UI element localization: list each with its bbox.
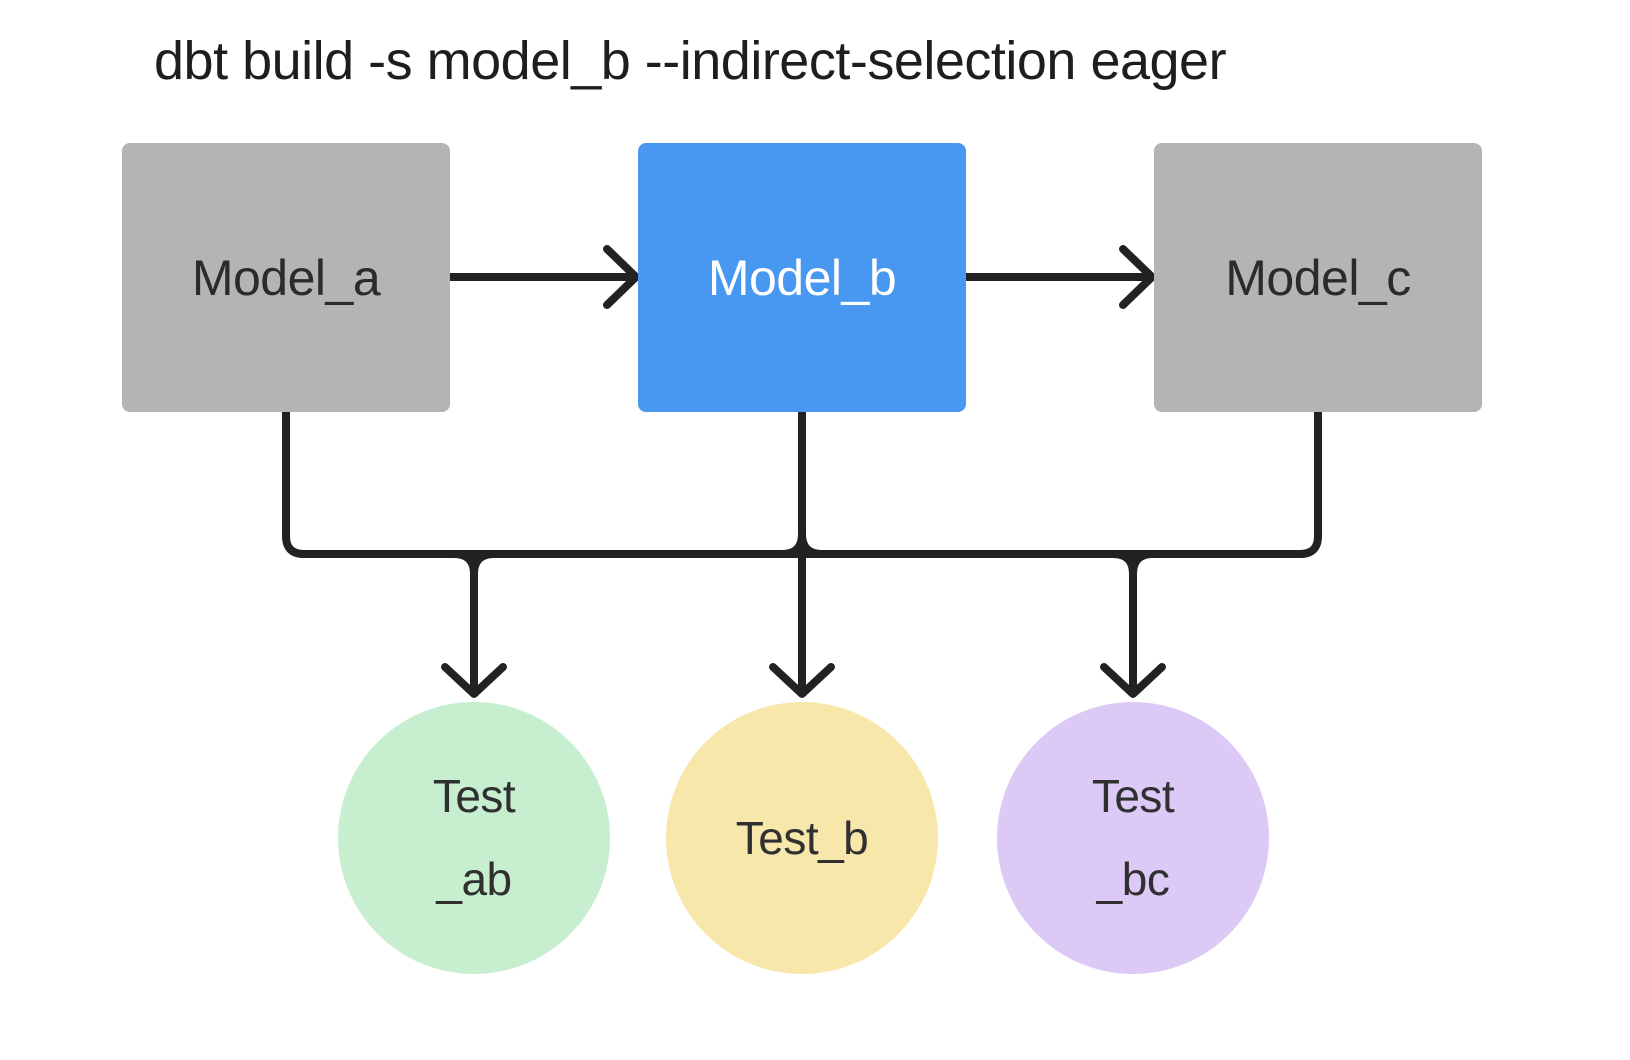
arrowhead-down-icon — [769, 663, 835, 698]
node-model-c-label: Model_c — [1225, 249, 1411, 306]
node-test-ab: Test _ab — [338, 702, 610, 974]
node-test-b: Test_b — [666, 702, 938, 974]
arrowhead-right-icon — [1119, 245, 1156, 309]
node-model-c: Model_c — [1154, 143, 1482, 412]
node-test-bc: Test _bc — [997, 702, 1269, 974]
edge-bus-to-test-bc — [1100, 550, 1166, 698]
node-model-b-label: Model_b — [707, 249, 897, 306]
arrowhead-right-icon — [603, 245, 640, 309]
node-test-bc-label-line1: Test — [1091, 770, 1175, 823]
node-test-b-label: Test_b — [735, 811, 869, 864]
command-title: dbt build -s model_b --indirect-selectio… — [154, 31, 1227, 91]
node-model-a: Model_a — [122, 143, 450, 412]
arrowhead-down-icon — [1100, 663, 1166, 698]
edge-model-b-to-test-b — [769, 408, 835, 698]
edge-model-a-to-model-b — [446, 245, 640, 309]
node-test-ab-label-line2: _ab — [436, 853, 512, 905]
arrowhead-down-icon — [441, 663, 507, 698]
node-test-bc-label-line2: _bc — [1096, 853, 1170, 905]
edge-model-b-to-model-c — [961, 245, 1156, 309]
node-model-b-selected: Model_b — [638, 143, 966, 412]
node-model-a-label: Model_a — [191, 249, 381, 306]
edge-bus-to-test-ab — [441, 550, 507, 698]
node-test-ab-label-line1: Test — [432, 770, 516, 823]
